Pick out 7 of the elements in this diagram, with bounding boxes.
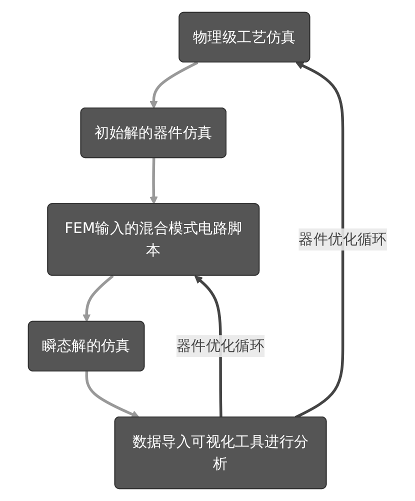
- arrow: [85, 371, 140, 418]
- edge-label: 器件优化循环: [176, 336, 264, 354]
- arrow: [150, 61, 198, 109]
- arrow: [82, 274, 114, 322]
- arrow: [150, 158, 158, 204]
- arrow: [294, 62, 344, 419]
- edge-label: 器件优化循环: [298, 230, 387, 248]
